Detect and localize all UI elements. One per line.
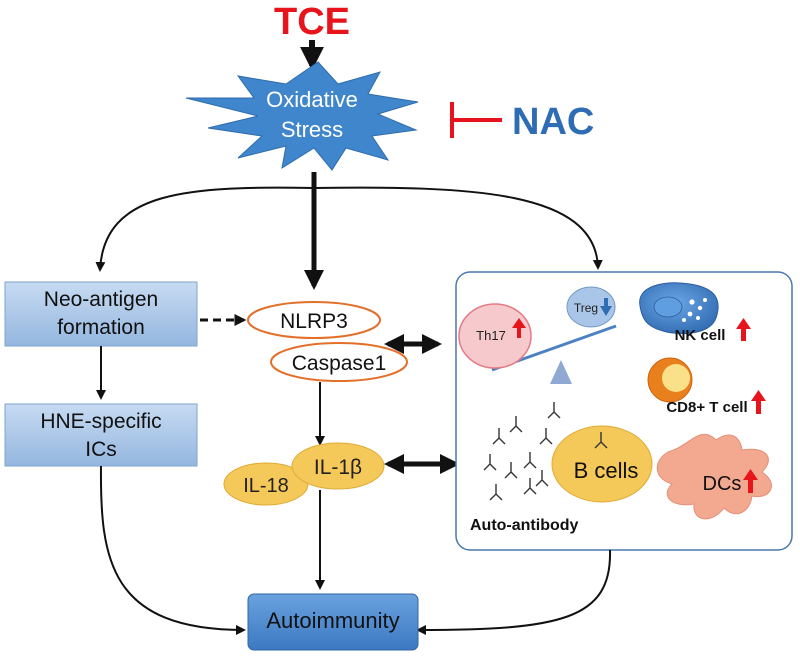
autoimmunity-label: Autoimmunity xyxy=(266,608,399,633)
il18-label: IL-18 xyxy=(243,475,289,497)
b-cells xyxy=(551,425,653,503)
oxidative-stress-burst xyxy=(185,61,419,171)
th17-cell xyxy=(458,303,532,369)
nk-nucleus xyxy=(653,296,683,318)
stress-to-immune-arrow xyxy=(313,186,603,270)
immune-to-autoimmunity-arrow xyxy=(416,549,612,635)
nk-cell-label: NK cell xyxy=(675,327,726,344)
hne-line1: HNE-specific xyxy=(40,410,161,433)
dc-up-arrow xyxy=(743,469,758,493)
seesaw-fulcrum xyxy=(550,360,572,384)
oxidative-stress-line2: Stress xyxy=(281,117,343,142)
il1b-label: IL-1β xyxy=(314,456,362,479)
nk-up-arrow xyxy=(736,318,751,341)
auto-antibodies xyxy=(483,402,561,501)
stress-to-neoantigen-arrow xyxy=(95,186,315,272)
neo-antigen-box xyxy=(4,281,198,347)
treg-cell xyxy=(566,286,616,328)
hne-to-autoimmunity-arrow xyxy=(99,465,246,635)
nac-label: NAC xyxy=(512,101,594,143)
nlrp3-ellipse xyxy=(247,301,381,339)
cd8-label: CD8+ T cell xyxy=(666,399,747,416)
th17-label: Th17 xyxy=(476,328,506,343)
nlrp3-label: NLRP3 xyxy=(280,310,348,333)
hne-line2: ICs xyxy=(85,438,117,461)
il18-ellipse xyxy=(223,462,309,506)
treg-label: Treg xyxy=(574,301,598,315)
tce-label: TCE xyxy=(274,1,350,43)
b-cells-label: B cells xyxy=(574,458,639,483)
neo-antigen-line2: formation xyxy=(57,316,145,339)
oxidative-stress-line1: Oxidative xyxy=(266,87,358,112)
auto-antibody-label: Auto-antibody xyxy=(470,517,579,534)
caspase1-ellipse xyxy=(270,342,408,382)
treg-down-arrow xyxy=(600,298,612,316)
dc-cell xyxy=(656,433,772,520)
cd8-nucleus xyxy=(662,364,690,392)
neo-antigen-line1: Neo-antigen xyxy=(44,288,158,311)
caspase1-label: Caspase1 xyxy=(292,352,387,375)
autoimmunity-box xyxy=(247,593,419,651)
th17-up-arrow xyxy=(512,318,526,338)
cd8-up-arrow xyxy=(751,390,766,414)
b-cell-antibody-icon xyxy=(594,432,608,449)
nk-granules xyxy=(682,298,707,322)
dc-label: DCs xyxy=(703,473,742,495)
